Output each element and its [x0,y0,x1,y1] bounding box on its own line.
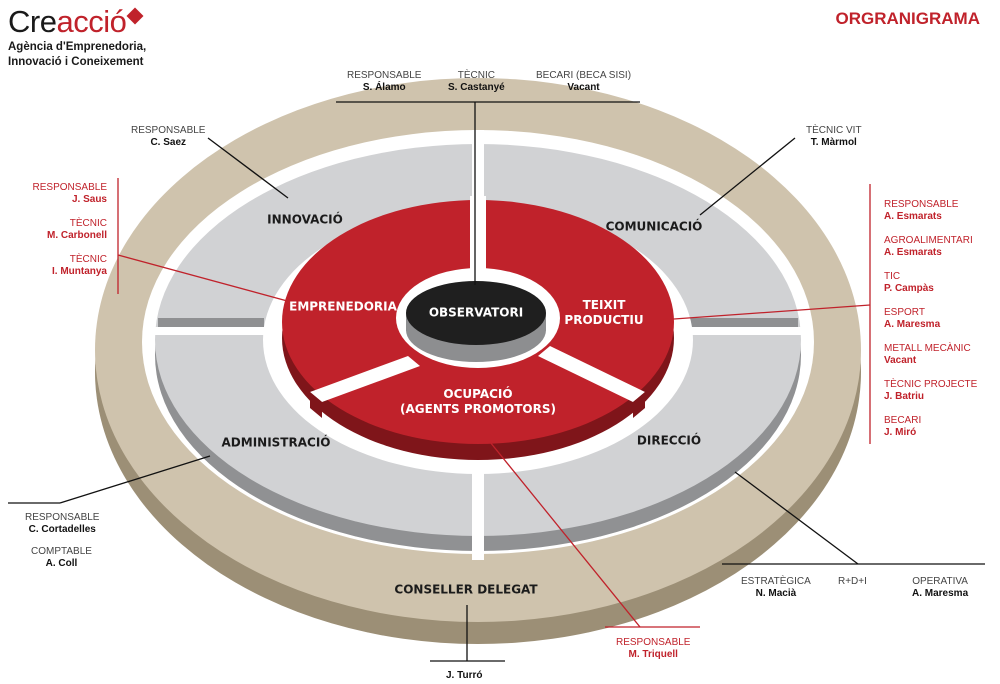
logo-diamond-icon [126,7,144,25]
member-name: M. Carbonell [46,230,107,241]
emprenedoria-label: EMPRENEDORIA [289,299,397,314]
member-name: C. Cortadelles [28,524,96,535]
creaccio-logo: Creacció Agència d'Emprenedoria, Innovac… [8,6,146,70]
member-name: S. Castanyé [448,82,505,93]
member-name: M. Triquell [628,649,678,660]
logo-subtitle: Agència d'Emprenedoria, Innovació i Cone… [8,40,146,70]
member-role: AGROALIMENTARI [884,235,973,246]
teixit-label-line1: TEIXIT [582,298,626,312]
ocupacio-label-line1: OCUPACIÓ [443,387,513,401]
member-role: METALL MECÀNIC [884,343,971,354]
member-role: TÈCNIC [69,254,107,265]
comunicacio-label: COMUNICACIÓ [605,219,703,234]
member-role: TÈCNIC [69,218,107,229]
member-name: A. Esmarats [884,211,942,222]
logo-brand-b: acció [56,4,127,39]
member-role: TÈCNIC VIT [806,125,862,136]
member-role: OPERATIVA [912,576,968,587]
member-role: BECARI [884,415,922,426]
member-name: Vacant [884,355,917,366]
member-role: RESPONSABLE [32,182,107,193]
member-role: TÈCNIC [457,70,495,81]
member-role: ESPORT [884,307,925,318]
member-role: COMPTABLE [31,546,92,557]
member-role: RESPONSABLE [25,512,100,523]
member-role: R+D+I [838,576,867,587]
member-role: BECARI (BECA SISI) [536,70,632,81]
member-name: J. Miró [884,427,917,438]
center-label: OBSERVATORI [428,305,524,320]
logo-subtitle-line1: Agència d'Emprenedoria, [8,41,147,53]
member-name: Vacant [567,82,600,93]
logo-brand-a: Cre [8,4,57,39]
member-role: RESPONSABLE [616,637,691,648]
member-role: ESTRATÈGICA [741,576,811,587]
member-name: P. Campàs [884,283,934,294]
member-name: A. Esmarats [884,247,942,258]
direccio-label: DIRECCIÓ [636,433,702,448]
teixit-label-line2: PRODUCTIU [564,313,644,327]
center-observatori [406,281,546,362]
member-name: S. Álamo [362,82,406,93]
top-team-member: BECARI (BECA SISI)Vacant [536,70,631,94]
connector-lines [8,101,985,662]
innovacio-label: INNOVACIÓ [267,212,343,227]
logo-subtitle-line2: Innovació i Coneixement [8,56,144,68]
member-name: J. Turró [446,670,483,681]
member-role: RESPONSABLE [884,199,959,210]
member-role: RESPONSABLE [347,70,422,81]
member-name: I. Muntanya [51,266,107,277]
member-name: A. Coll [45,558,78,569]
member-name: A. Maresma [884,319,941,330]
member-name: C. Saez [150,137,187,148]
page-title: ORGRANIGRAMA [835,9,981,28]
member-name: A. Maresma [912,588,969,599]
logo-wordmark: Creacció [8,6,146,38]
administracio-label: ADMINISTRACIÓ [221,435,331,450]
member-name: T. Màrmol [810,137,857,148]
member-role: TIC [884,271,901,282]
conseller-member: J. Turró [446,670,482,682]
member-name: J. Saus [71,194,107,205]
member-name: J. Batriu [884,391,925,402]
ocupacio-label-line2: (AGENTS PROMOTORS) [400,402,556,416]
direccio-member: R+D+I [838,576,867,588]
member-name: N. Macià [755,588,797,599]
member-role: TÈCNIC PROJECTE [884,379,978,390]
ocupacio-label: OCUPACIÓ(AGENTS PROMOTORS) [400,387,556,417]
member-role: RESPONSABLE [131,125,206,136]
conseller-label: CONSELLER DELEGAT [394,582,538,597]
